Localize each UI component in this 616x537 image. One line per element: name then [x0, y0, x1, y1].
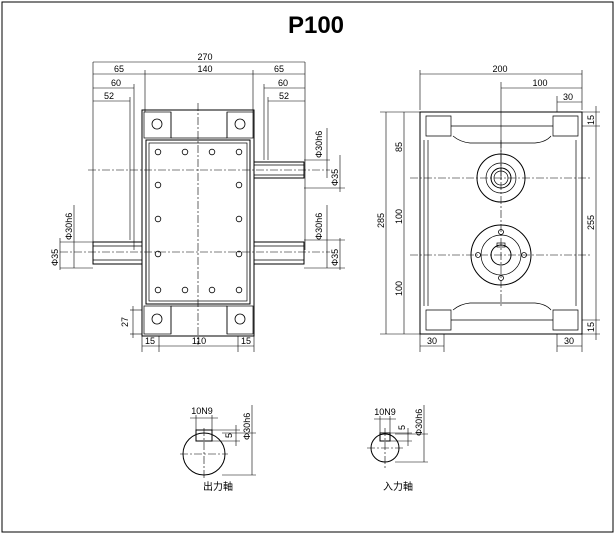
dim-52-left: 52 [104, 91, 114, 101]
side-top-dimensions: 200 100 30 [419, 64, 583, 180]
dim-200: 200 [492, 64, 507, 74]
dim-60-left: 60 [111, 78, 121, 88]
output-shaft-detail: 10N9 5 Φ30h6 出力軸 [180, 405, 256, 493]
dim-65-left: 65 [114, 64, 124, 74]
dim-phi35-upper: Φ35 [330, 169, 340, 186]
front-body [60, 103, 330, 345]
dim-30-top: 30 [563, 92, 573, 102]
side-right-dimensions: 15 255 15 [582, 106, 600, 340]
dim-phi30h6-right: Φ30h6 [314, 213, 324, 240]
output-depth-label: 5 [224, 433, 234, 438]
dim-85: 85 [394, 142, 404, 152]
dim-15-bottom-right: 15 [586, 322, 596, 332]
dim-255: 255 [586, 215, 596, 230]
input-depth-label: 5 [397, 425, 407, 430]
front-shafts [92, 161, 305, 265]
input-shaft-caption: 入力軸 [383, 480, 413, 493]
side-left-dimensions: 285 85 100 100 [376, 111, 420, 335]
input-dia-label: Φ30h6 [414, 409, 424, 436]
dim-52-right: 52 [279, 91, 289, 101]
input-shaft-detail: 10N9 5 Φ30h6 入力軸 [367, 405, 428, 493]
side-bottom-dimensions: 30 30 [419, 334, 583, 352]
front-bottom-dimensions: 27 15 110 15 [120, 306, 255, 352]
dim-140: 140 [197, 64, 212, 74]
input-key-label: 10N9 [374, 407, 396, 417]
dim-phi35-right: Φ35 [330, 249, 340, 266]
dim-285: 285 [376, 213, 386, 228]
drawing-title: P100 [288, 12, 344, 39]
side-view: 200 100 30 [376, 64, 600, 352]
dim-phi30h6-left: Φ30h6 [64, 213, 74, 240]
output-dia-label: Φ30h6 [242, 413, 252, 440]
output-key-label: 10N9 [191, 406, 213, 416]
dim-phi30h6-upper: Φ30h6 [314, 131, 324, 158]
output-shaft-caption: 出力軸 [203, 480, 233, 493]
side-body [410, 111, 592, 335]
front-top-dimensions: 270 65 140 65 60 60 52 52 [92, 52, 306, 250]
dim-100-low: 100 [394, 281, 404, 296]
dim-15-left: 15 [145, 336, 155, 346]
dim-60-right: 60 [278, 78, 288, 88]
front-view: 270 65 140 65 60 60 52 52 [50, 52, 345, 352]
dim-15-top-right: 15 [586, 115, 596, 125]
dim-30-bottom-left: 30 [427, 336, 437, 346]
dim-27: 27 [120, 317, 130, 327]
dim-phi35-left: Φ35 [50, 249, 60, 266]
dim-100-top: 100 [532, 78, 547, 88]
dim-100-mid: 100 [394, 209, 404, 224]
dim-270: 270 [197, 52, 212, 62]
front-shaft-dimensions: Φ30h6 Φ35 Φ30h6 Φ35 Φ30h6 Φ35 [50, 128, 345, 270]
dim-65-right: 65 [274, 64, 284, 74]
dim-110: 110 [192, 336, 206, 346]
dim-30-bottom-right: 30 [564, 336, 574, 346]
dim-15-right: 15 [241, 336, 251, 346]
